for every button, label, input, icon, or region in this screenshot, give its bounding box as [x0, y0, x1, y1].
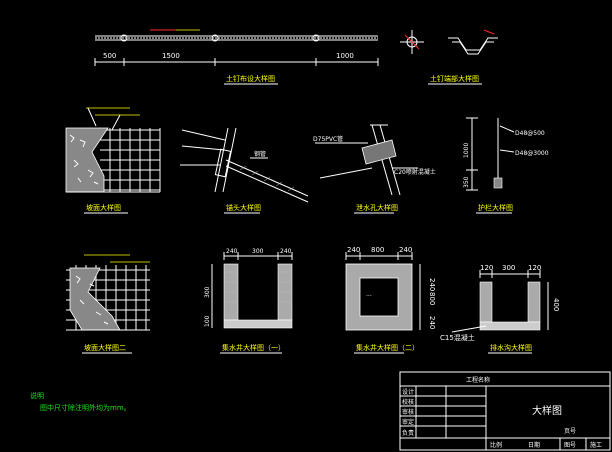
- rail-h1: 1000: [463, 143, 470, 158]
- c20-label: C20喷射混凝土: [394, 168, 436, 176]
- pit2-s1: 240: [428, 278, 436, 291]
- caption-soil-anchor: 土钉端部大样图: [430, 74, 479, 83]
- soil-nail-belt: 500 1500 1000: [94, 29, 379, 66]
- tb-row-2: 校核: [402, 398, 414, 406]
- pipe-label: 钢管: [254, 150, 266, 158]
- caption-slope-1: 坡面大样图: [86, 203, 121, 212]
- dim-1500: 1500: [162, 52, 180, 60]
- ditch-d2: 300: [502, 264, 515, 272]
- caption-soil-belt: 土钉布设大样图: [226, 74, 275, 83]
- rail-d48-500: D48@500: [515, 130, 545, 137]
- dim-500: 500: [103, 52, 116, 60]
- rail-h2: 350: [463, 176, 470, 188]
- caption-anchor: 锚头大样图: [226, 203, 261, 212]
- tb-row-1: 设计: [402, 388, 414, 396]
- guard-rail-detail: D48@500 D48@3000 1000 350: [463, 117, 549, 191]
- collection-pit-2: 240 800 240 ... 240 800 240: [345, 246, 436, 331]
- tb-row-5: 负责: [402, 429, 414, 437]
- caption-pit-2: 集水井大样图（二）: [356, 343, 419, 352]
- notes-title: 说明: [30, 391, 44, 400]
- pit2-d3: 240: [399, 246, 412, 254]
- slope-detail-1: [65, 107, 161, 193]
- pit2-d2: 800: [371, 246, 384, 254]
- ditch-h: 400: [552, 298, 560, 311]
- pit2-s2: 800: [428, 292, 436, 305]
- tb-drawing-name: 大样图: [532, 404, 562, 417]
- tb-row-3: 审核: [402, 408, 414, 416]
- pit2-s3: 240: [428, 316, 436, 329]
- caption-drain: 泄水孔大样图: [356, 203, 398, 212]
- pit1-d1: 240: [226, 248, 238, 255]
- title-block: 工程名称 设计 校核 审核 审定 负责 大样图 比例 日期 图号 施工 页号: [399, 371, 611, 451]
- slope-detail-2: [66, 254, 150, 331]
- caption-ditch: 排水沟大样图: [490, 343, 532, 352]
- pit1-d3: 240: [280, 248, 292, 255]
- tb-sheet: 图号: [564, 442, 576, 449]
- caption-guard: 护栏大样图: [478, 203, 513, 212]
- pit1-h2: 100: [204, 315, 211, 327]
- tb-row-4: 审定: [402, 418, 414, 426]
- tb-sheet-no: 施工: [590, 441, 602, 449]
- notes-line-1: 图中尺寸除注明外均为mm。: [40, 403, 131, 412]
- drainage-ditch: 120 300 120 400 C15混凝土: [440, 264, 560, 342]
- anchor-head-detail: 钢管: [180, 127, 309, 203]
- c15-label: C15混凝土: [440, 333, 475, 342]
- tb-page: 页号: [564, 428, 576, 435]
- svg-text:...: ...: [366, 291, 372, 298]
- pvc-label: D75PVC管: [313, 135, 343, 143]
- tb-date: 日期: [528, 441, 540, 449]
- pit2-d1: 240: [347, 246, 360, 254]
- tb-scale: 比例: [490, 441, 502, 449]
- caption-slope-2: 坡面大样图二: [84, 343, 126, 352]
- ditch-d1: 120: [480, 264, 493, 272]
- caption-pit-1: 集水井大样图（一）: [222, 343, 285, 352]
- dim-1000: 1000: [336, 52, 354, 60]
- soil-anchor-detail: [400, 29, 498, 55]
- rail-d48-3000: D48@3000: [515, 150, 549, 157]
- pit1-d2: 300: [252, 248, 264, 255]
- collection-pit-1: 240 300 240 300 100: [204, 248, 293, 329]
- tb-project: 工程名称: [466, 376, 490, 384]
- ditch-d3: 120: [528, 264, 541, 272]
- drain-hole-detail: D75PVC管 C20喷射混凝土: [313, 124, 436, 196]
- pit1-h1: 300: [204, 286, 211, 298]
